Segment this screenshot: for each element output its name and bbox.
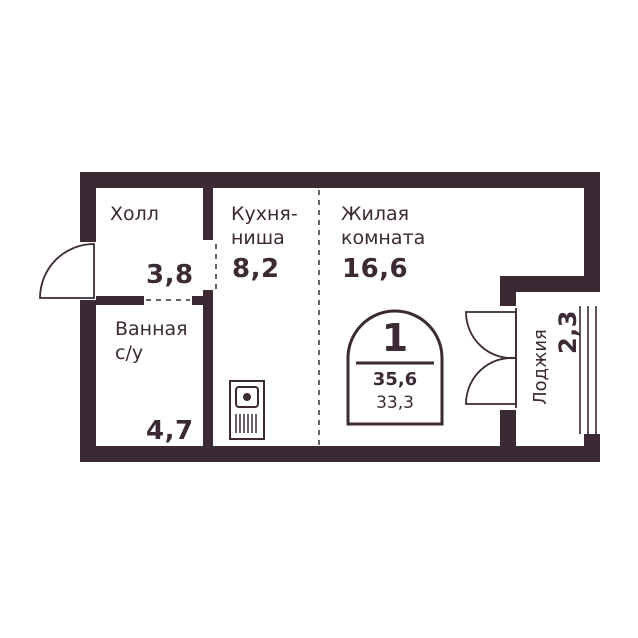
loggia-window [579, 306, 597, 434]
balcony-door-icon [465, 308, 517, 408]
inner-walls [96, 188, 213, 446]
badge-room-count: 1 [381, 316, 409, 360]
hall-label: Холл [110, 203, 159, 225]
hall-area: 3,8 [146, 260, 194, 290]
bath-area: 4,7 [146, 416, 194, 446]
living-label-line1: Жилая [341, 203, 410, 225]
zone-separators [146, 190, 320, 446]
sink-icon [229, 380, 265, 440]
loggia-area: 2,3 [554, 310, 582, 355]
apartment-badge [346, 309, 444, 426]
kitchen-label-line2: ниша [231, 227, 285, 249]
bath-label-line1: Ванная [115, 318, 188, 340]
living-label-line2: комната [341, 227, 426, 249]
kitchen-label-line1: Кухня- [231, 203, 298, 225]
entry-door-icon [39, 243, 95, 299]
kitchen-area: 8,2 [232, 254, 280, 284]
loggia-label: Лоджия [530, 329, 551, 405]
outer-walls [80, 172, 600, 462]
living-area: 16,6 [342, 254, 409, 284]
bath-label-line2: с/у [115, 342, 144, 364]
badge-living-area: 33,3 [376, 393, 414, 413]
badge-total-area: 35,6 [372, 369, 418, 390]
